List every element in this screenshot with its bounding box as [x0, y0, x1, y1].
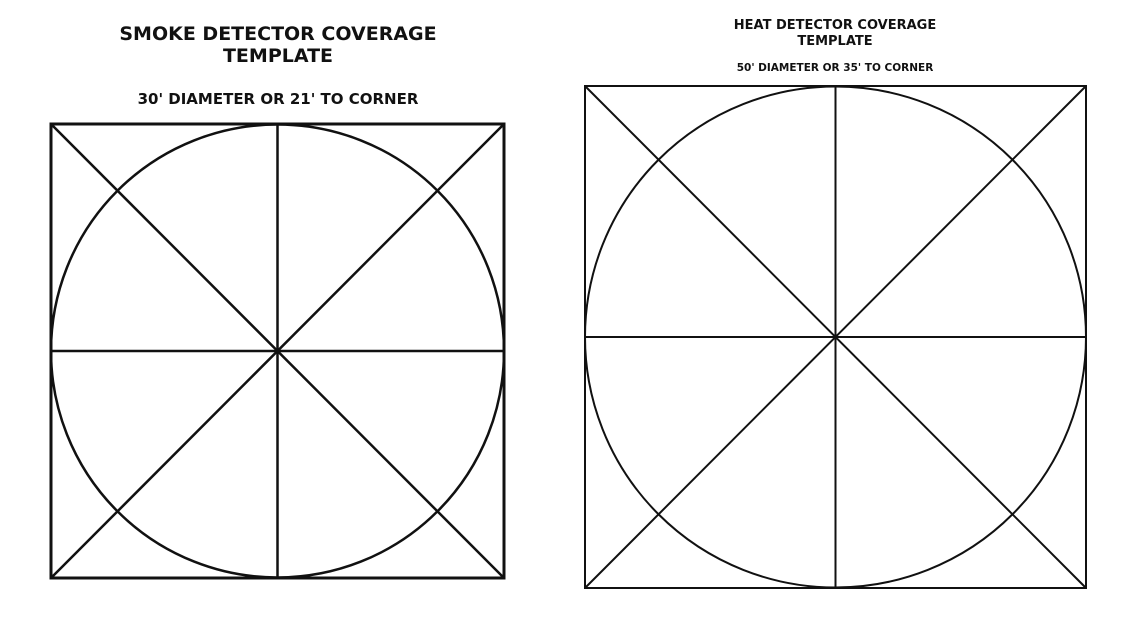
smoke-subtitle: 30' DIAMETER OR 21' TO CORNER: [138, 90, 419, 108]
heat-title-line1: HEAT DETECTOR COVERAGE: [734, 18, 936, 33]
heat-title-line2: TEMPLATE: [797, 34, 872, 49]
smoke-title-line1: SMOKE DETECTOR COVERAGE: [119, 23, 436, 45]
heat-detector-template: HEAT DETECTOR COVERAGE TEMPLATE 50' DIAM…: [584, 18, 1087, 589]
smoke-detector-template: SMOKE DETECTOR COVERAGE TEMPLATE 30' DIA…: [49, 23, 506, 580]
smoke-title-line2: TEMPLATE: [223, 45, 333, 67]
heat-subtitle: 50' DIAMETER OR 35' TO CORNER: [737, 62, 934, 74]
